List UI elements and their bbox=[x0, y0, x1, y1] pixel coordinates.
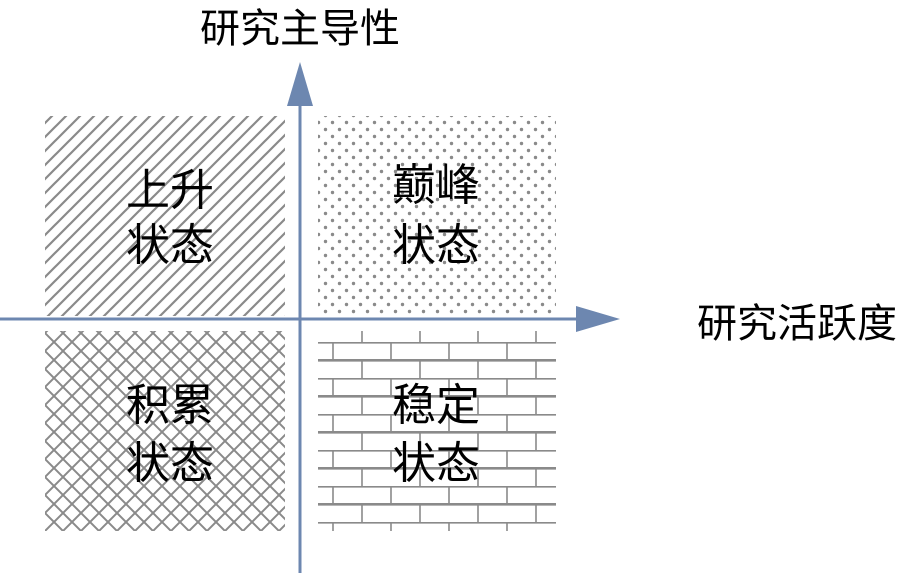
quadrant-bottom-left-label-line2: 状态 bbox=[126, 438, 214, 489]
quadrant-top-right-fill bbox=[318, 116, 556, 316]
quadrant-bottom-left-fill bbox=[45, 331, 285, 531]
y-axis-title: 研究主导性 bbox=[200, 6, 400, 52]
quadrant-top-right-label-line2: 状态 bbox=[392, 220, 480, 271]
quadrant-top-left-fill bbox=[45, 116, 285, 316]
quadrant-top-left-label-line2: 状态 bbox=[126, 220, 214, 271]
x-axis-title: 研究活跃度 bbox=[697, 301, 897, 347]
quadrant-bottom-right-label-line2: 状态 bbox=[392, 438, 480, 489]
quadrant-bottom-left-label-line1: 积累 bbox=[126, 380, 214, 431]
x-axis-arrowhead bbox=[576, 306, 620, 332]
quadrant-top-right-label-line1: 巅峰 bbox=[392, 160, 480, 211]
quadrant-top-left-label-line1: 上升 bbox=[126, 165, 214, 216]
quadrant-bottom-right-fill bbox=[318, 331, 556, 531]
y-axis-arrowhead bbox=[287, 62, 313, 106]
quadrant-bottom-right-label-line1: 稳定 bbox=[392, 380, 480, 431]
